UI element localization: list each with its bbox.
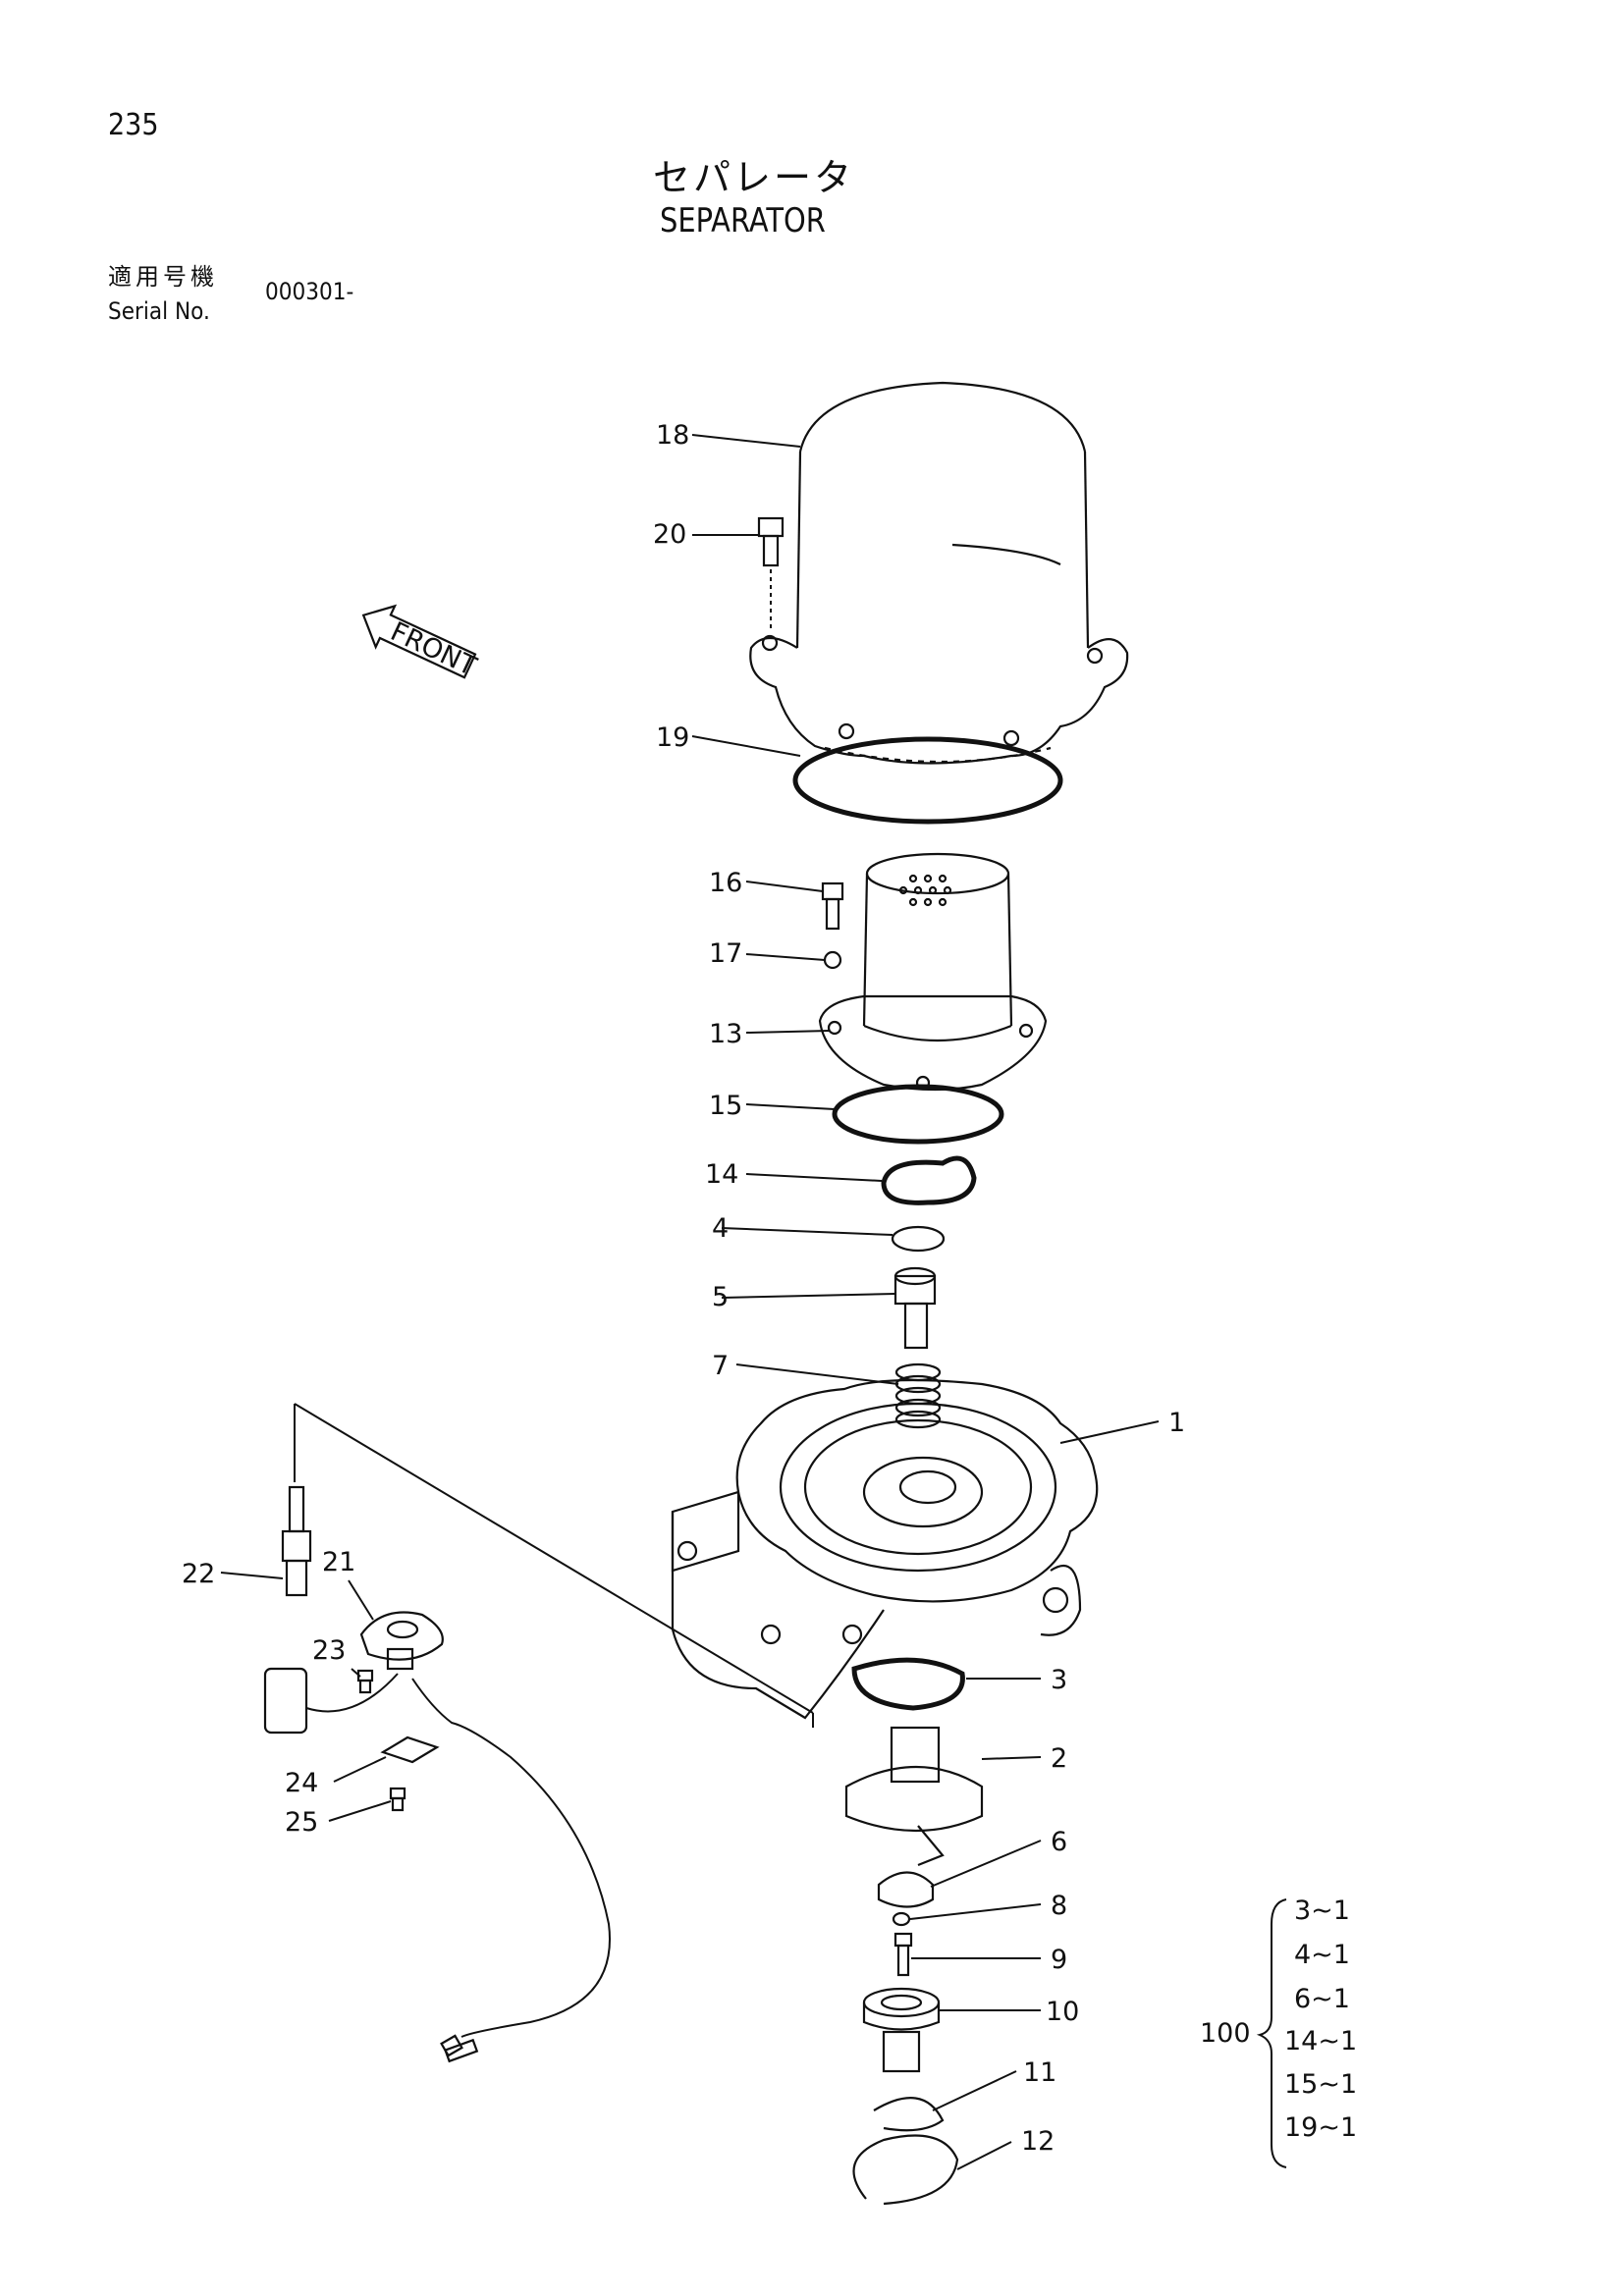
leader-lines xyxy=(220,434,1160,2170)
part-23-bolt xyxy=(356,1669,374,1694)
part-7-spring xyxy=(894,1362,942,1429)
kit-item: 15~1 xyxy=(1284,2069,1357,2100)
callout-16: 16 xyxy=(709,868,742,898)
serial-value: 000301- xyxy=(265,278,354,305)
serial-label-japanese: 適用号機 xyxy=(108,263,218,291)
callout-3: 3 xyxy=(1051,1665,1067,1695)
part-25-screw xyxy=(389,1787,406,1812)
sensor-assembly xyxy=(263,1403,814,2063)
part-22-switch xyxy=(281,1485,312,1597)
kit-item: 4~1 xyxy=(1294,1940,1350,1970)
callout-12: 12 xyxy=(1021,2126,1055,2157)
part-11-snap-ring xyxy=(873,2097,945,2132)
callout-25: 25 xyxy=(285,1807,318,1838)
part-13-filter-element xyxy=(818,852,1048,1092)
part-15-o-ring xyxy=(832,1084,1004,1145)
sensor-connector xyxy=(263,1667,399,1735)
cable-end-plug xyxy=(440,2034,479,2063)
callout-4: 4 xyxy=(712,1213,729,1244)
kit-number: 100 xyxy=(1200,2018,1251,2049)
part-1-body xyxy=(671,1378,1099,1720)
part-6-seat xyxy=(877,1871,935,1908)
kit-item: 14~1 xyxy=(1284,2026,1357,2056)
part-18-cover xyxy=(749,381,1129,765)
part-20-bolt xyxy=(757,516,785,628)
front-label: FRONT xyxy=(386,616,481,682)
callout-23: 23 xyxy=(312,1635,346,1666)
callout-15: 15 xyxy=(709,1091,742,1121)
kit-group: 100 3~1 4~1 6~1 14~1 15~1 19~1 xyxy=(1200,1896,1357,2168)
kit-brace xyxy=(1256,1898,1287,2168)
callout-5: 5 xyxy=(712,1282,729,1312)
part-2-cap xyxy=(844,1726,984,1867)
callout-13: 13 xyxy=(709,1019,742,1049)
callout-24: 24 xyxy=(285,1768,318,1798)
sensor-cable xyxy=(411,1678,611,2038)
part-5-valve xyxy=(893,1266,937,1350)
part-24-clamp xyxy=(380,1735,440,1764)
kit-item: 19~1 xyxy=(1284,2112,1357,2143)
part-4-o-ring xyxy=(891,1225,946,1253)
callout-19: 19 xyxy=(656,722,689,753)
page-number: 235 xyxy=(108,108,159,142)
callout-11: 11 xyxy=(1023,2057,1056,2088)
callout-21: 21 xyxy=(322,1547,355,1577)
part-8-washer xyxy=(892,1911,911,1927)
callout-8: 8 xyxy=(1051,1891,1067,1921)
part-19-o-ring xyxy=(792,736,1063,825)
callout-7: 7 xyxy=(712,1351,729,1381)
callout-2: 2 xyxy=(1051,1743,1067,1774)
front-direction-arrow: FRONT xyxy=(361,604,481,682)
filter-holes xyxy=(898,874,952,907)
callout-10: 10 xyxy=(1046,1997,1079,2027)
part-9-screw xyxy=(893,1932,913,1977)
callout-14: 14 xyxy=(705,1159,738,1190)
callout-18: 18 xyxy=(656,420,689,451)
callout-17: 17 xyxy=(709,938,742,969)
page-title: SEPARATOR xyxy=(660,201,826,240)
callout-22: 22 xyxy=(182,1559,215,1589)
part-16-screw xyxy=(821,881,844,931)
serial-label: Serial No. xyxy=(108,297,210,325)
callout-9: 9 xyxy=(1051,1945,1067,1975)
part-12-retaining-ring xyxy=(852,2134,959,2206)
part-17-washer xyxy=(823,950,842,970)
callout-6: 6 xyxy=(1051,1827,1067,1857)
page-title-japanese: セパレータ xyxy=(653,156,855,199)
part-10-plug xyxy=(862,1987,941,2073)
kit-item: 6~1 xyxy=(1294,1984,1350,2014)
kit-item: 3~1 xyxy=(1294,1896,1350,1926)
callout-1: 1 xyxy=(1168,1408,1185,1438)
part-21-sensor xyxy=(359,1611,444,1671)
part-14-gasket xyxy=(881,1155,977,1205)
callout-20: 20 xyxy=(653,519,686,550)
part-3-o-ring xyxy=(851,1657,965,1711)
